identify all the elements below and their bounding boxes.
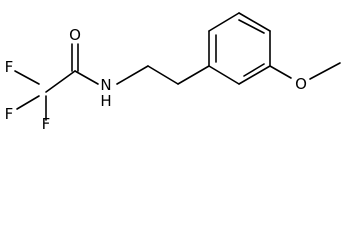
bond-n-ch2 [116, 65, 149, 85]
atom-o-carbonyl: O [69, 26, 81, 44]
bond-ch2-ring [177, 65, 210, 85]
ring-bond-5 [208, 12, 240, 32]
bond-f3-c [16, 95, 40, 110]
bond-f1-c [14, 70, 40, 85]
atom-o-methoxy: O [295, 75, 307, 93]
atom-f3: F [5, 105, 14, 123]
bond-cf3-carbonyl [45, 70, 76, 93]
bond-lines [14, 12, 341, 121]
atom-n-hydrogen: H [100, 92, 111, 110]
ring-bond-1 [208, 65, 240, 85]
ring-double-2 [243, 63, 265, 77]
atom-f1: F [5, 58, 14, 76]
ring-bond-4 [238, 12, 271, 32]
atom-n-amide: N [100, 76, 111, 94]
ring-bond-2 [238, 65, 271, 85]
atom-f2: F [42, 115, 51, 132]
bond-carbonyl-n [74, 70, 99, 85]
ring-double-3 [238, 19, 265, 34]
bond-o-ch3 [309, 62, 341, 80]
atom-labels: F F F O N H O [5, 26, 307, 132]
bond-ring-o [269, 65, 292, 79]
chemical-structure-diagram: F F F O N H O [5, 12, 341, 132]
bond-ch2-ch2 [147, 65, 179, 85]
